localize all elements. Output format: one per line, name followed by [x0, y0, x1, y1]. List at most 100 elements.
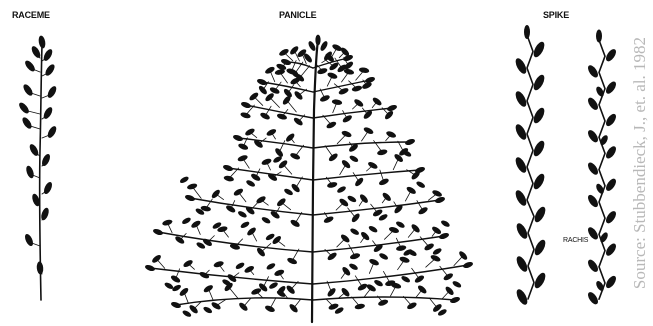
panicle-spikelet — [237, 142, 249, 151]
raceme-spikelet — [38, 35, 47, 49]
panicle-spikelet — [266, 128, 278, 137]
spike-rachis-left — [527, 35, 534, 299]
raceme-spikelet — [40, 153, 51, 167]
panicle-spikelet — [404, 138, 416, 146]
panicle-spikelet — [289, 152, 301, 161]
panicle-spikelet — [360, 231, 371, 242]
panicle-spikelet — [243, 265, 255, 275]
spike-rachis-right — [599, 40, 605, 299]
spike-spikelet — [532, 271, 547, 290]
panicle-spikelet — [452, 280, 463, 289]
raceme-spikelet — [23, 233, 34, 247]
panicle-spikelet — [359, 67, 370, 74]
panicle-branch-left — [238, 138, 313, 148]
panicle-spikelet — [222, 164, 234, 172]
panicle-spikelet — [162, 219, 173, 227]
panicle-spikelet — [381, 191, 392, 202]
spike-spikelet — [586, 290, 600, 306]
panicle-spikelet — [250, 172, 262, 182]
panicle-drawing — [144, 35, 474, 322]
raceme-spikelet — [17, 101, 30, 115]
panicle-spikelet — [346, 194, 357, 203]
raceme-spikelet — [40, 207, 50, 221]
panicle-spikelet — [261, 158, 273, 167]
panicle-spikelet — [283, 187, 294, 196]
panicle-spikelet — [462, 261, 474, 269]
panicle-spikelet — [261, 216, 272, 225]
panicle-spikelet — [259, 111, 271, 120]
raceme-spikelet — [36, 261, 44, 275]
spike-spikelet — [604, 274, 618, 290]
panicle-spikelet — [417, 206, 429, 216]
panicle-spikelet — [336, 185, 347, 194]
panicle-spikelet — [351, 85, 362, 93]
spike-spikelet — [513, 57, 528, 76]
panicle-spikelet — [328, 152, 339, 162]
raceme-spikelet — [30, 45, 42, 59]
panicle-spikelet — [350, 212, 361, 223]
panicle-spikelet — [377, 149, 388, 157]
panicle-spikelet — [317, 67, 328, 75]
panicle-spikelet — [152, 228, 164, 236]
spike-spikelet — [586, 96, 600, 112]
panicle-spikelet — [432, 247, 443, 256]
panicle-spikelet — [388, 226, 400, 234]
panicle-spikelet — [266, 262, 277, 271]
panicle-spikelet — [326, 287, 337, 298]
panicle-spikelet — [395, 220, 406, 229]
panicle-spikelet — [210, 188, 221, 199]
spike-spikelet — [532, 238, 547, 257]
spike-spikelet — [514, 288, 529, 307]
panicle-spikelet — [288, 303, 299, 314]
panicle-spikelet — [186, 183, 197, 191]
panicle-spikelet — [237, 210, 248, 219]
panicle-spikelet — [348, 262, 359, 271]
panicle-spikelet — [331, 43, 343, 52]
panicle-spikelet — [184, 194, 196, 202]
panicle-spikelet — [240, 101, 252, 109]
panicle-spikelet — [410, 223, 421, 234]
raceme-spikelet — [46, 125, 58, 139]
panicle-spikelet — [423, 242, 435, 252]
panicle-spikelet — [151, 254, 162, 265]
spike-spikelet — [513, 189, 528, 208]
panicle-spikelet — [289, 218, 301, 228]
panicle-spikelet — [399, 256, 411, 264]
spike-spikelet — [596, 30, 602, 43]
spike-spikelet — [531, 139, 546, 158]
panicle-spikelet — [257, 85, 268, 96]
panicle-spikelet — [307, 40, 317, 52]
spike-spikelet — [586, 161, 600, 177]
spike-spikelet — [604, 209, 618, 225]
source-credit: Source: Stubbendieck, J., et. al. 1982 — [630, 37, 650, 289]
spike-spikelet — [586, 193, 600, 209]
panicle-spikelet — [377, 298, 389, 306]
panicle-spikelet — [378, 177, 390, 186]
panicle-spikelet — [354, 176, 365, 187]
panicle-spikelet — [371, 96, 382, 107]
panicle-spikelet — [237, 154, 249, 162]
panicle-spikelet — [264, 66, 276, 76]
panicle-spikelet — [170, 274, 182, 284]
panicle-spikelet — [405, 185, 417, 195]
panicle-spikelet — [286, 257, 298, 266]
raceme-spikelet — [44, 63, 57, 77]
panicle-spikelet — [327, 181, 338, 189]
panicle-spikelet — [414, 274, 426, 284]
panicle-spikelet — [417, 284, 428, 295]
raceme-spikelet — [22, 83, 35, 97]
panicle-spikelet — [246, 226, 257, 237]
panicle-spikelet — [198, 271, 210, 280]
panicle-spikelet — [268, 281, 279, 290]
panicle-spikelet — [210, 301, 222, 311]
spike-spikelet — [513, 90, 528, 109]
raceme-spikelet — [23, 59, 36, 73]
panicle-spikelet — [340, 287, 351, 298]
panicle-spikelet — [202, 306, 213, 315]
panicle-spikelet — [285, 132, 296, 143]
spike-spikelet — [586, 258, 600, 274]
spike-spikelet — [514, 222, 529, 241]
panicle-spikelet — [406, 301, 418, 310]
panicle-spikelet — [319, 40, 329, 52]
